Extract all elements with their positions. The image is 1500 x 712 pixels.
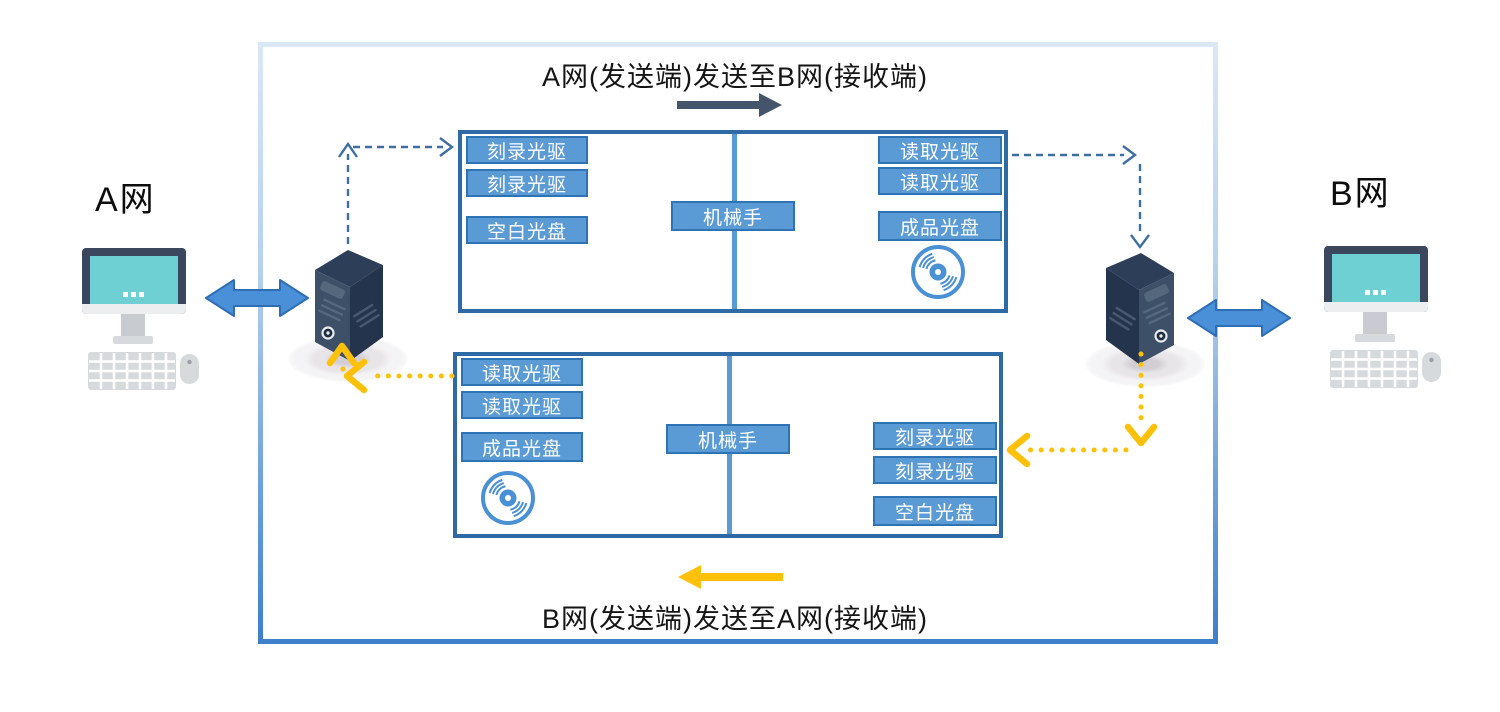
left-arrow-icon bbox=[678, 565, 783, 589]
robotic-arm-label: 机械手 bbox=[671, 201, 795, 231]
mouse-icon bbox=[1422, 352, 1441, 382]
network-b-label: B网 bbox=[1330, 175, 1391, 213]
bottom-flow-title: B网(发送端)发送至A网(接收端) bbox=[542, 604, 928, 634]
drive-slot-label: 读取光驱 bbox=[878, 136, 1002, 164]
desktop-computer-icon bbox=[1324, 246, 1441, 388]
server-tower-icon bbox=[1106, 253, 1174, 364]
drive-slot-label: 读取光驱 bbox=[878, 167, 1002, 195]
replication-machine-top: 刻录光驱 刻录光驱 空白光盘 机械手 读取光驱 读取光驱 成品光盘 bbox=[458, 130, 1008, 313]
drive-slot-label: 刻录光驱 bbox=[466, 136, 588, 164]
cd-disc-icon bbox=[911, 245, 965, 299]
disc-tray-label: 成品光盘 bbox=[878, 211, 1002, 241]
drive-slot-label: 读取光驱 bbox=[461, 358, 583, 386]
keyboard-icon bbox=[1330, 350, 1418, 388]
mouse-icon bbox=[180, 354, 199, 384]
drive-slot-label: 读取光驱 bbox=[461, 391, 583, 419]
double-headed-arrow-icon bbox=[205, 279, 309, 317]
drive-slot-label: 刻录光驱 bbox=[873, 422, 997, 450]
desktop-computer-icon bbox=[82, 248, 199, 390]
drive-slot-label: 刻录光驱 bbox=[873, 456, 997, 484]
robotic-arm-label: 机械手 bbox=[666, 424, 790, 454]
server-tower-icon bbox=[315, 250, 383, 361]
keyboard-icon bbox=[88, 352, 176, 390]
disc-tray-label: 空白光盘 bbox=[466, 216, 588, 244]
network-a-label: A网 bbox=[95, 181, 156, 219]
top-flow-title: A网(发送端)发送至B网(接收端) bbox=[542, 62, 928, 92]
double-headed-arrow-icon bbox=[1187, 299, 1291, 337]
right-arrow-icon bbox=[677, 93, 782, 117]
cd-disc-icon bbox=[481, 471, 535, 525]
disc-tray-label: 空白光盘 bbox=[873, 496, 997, 526]
replication-machine-bottom: 读取光驱 读取光驱 成品光盘 机械手 刻录光驱 刻录光驱 空白光盘 bbox=[453, 352, 1003, 538]
disc-tray-label: 成品光盘 bbox=[461, 432, 583, 462]
drive-slot-label: 刻录光驱 bbox=[466, 169, 588, 197]
